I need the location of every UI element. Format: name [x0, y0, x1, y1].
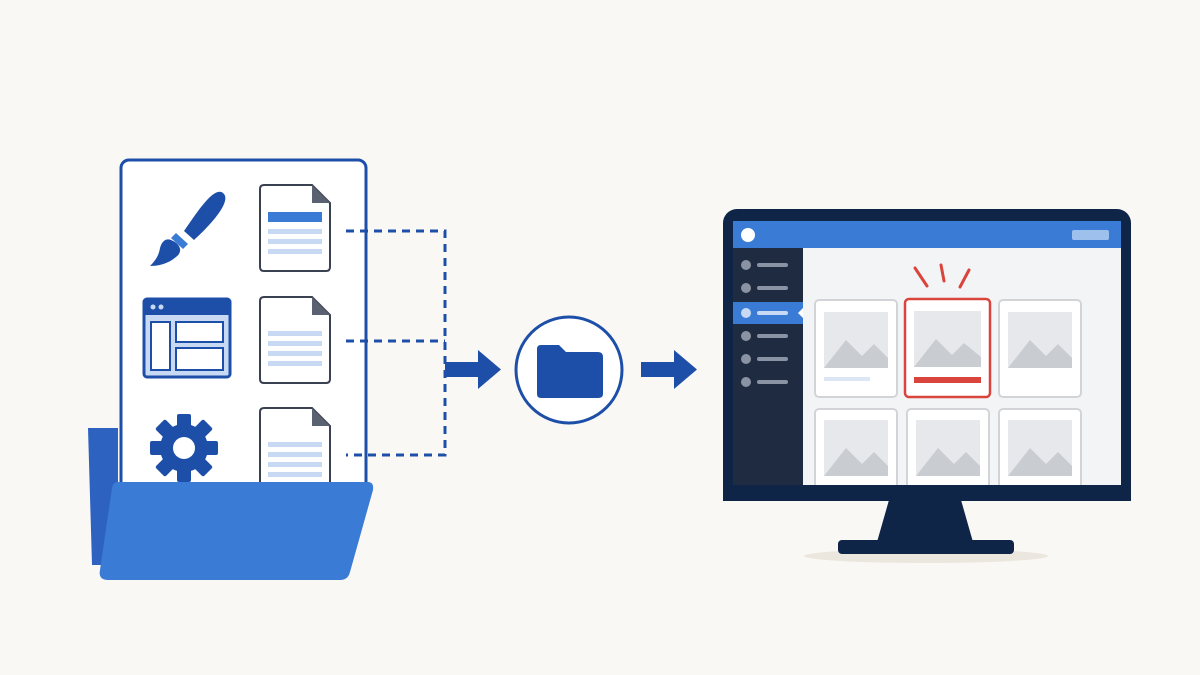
- browser-window-icon: [142, 297, 232, 379]
- gallery-card-3: [998, 299, 1082, 398]
- top-bar-button: [1072, 230, 1109, 240]
- source-folder: [88, 158, 374, 580]
- arrow-right-icon: [641, 350, 697, 389]
- gallery-card-1: [814, 299, 898, 398]
- folder-icon: [537, 345, 603, 398]
- attention-marks: [913, 263, 971, 289]
- gallery-card-4: [814, 408, 898, 490]
- sidebar-item-1: [741, 260, 788, 270]
- folder-front: [99, 482, 374, 580]
- avatar: [741, 228, 755, 242]
- arrow-right-icon: [445, 350, 501, 389]
- paintbrush-icon: [150, 191, 226, 266]
- document-icon-3: [259, 407, 331, 495]
- sidebar-item-4: [741, 331, 788, 341]
- folder-badge: [514, 315, 624, 425]
- gallery-card-5: [906, 408, 990, 490]
- monitor-bottom-bezel-corners: [723, 485, 1131, 501]
- monitor-stand: [877, 500, 973, 542]
- sidebar-item-6: [741, 377, 788, 387]
- monitor: [723, 209, 1131, 563]
- app-top-bar: [733, 221, 1121, 248]
- monitor-base: [838, 540, 1014, 554]
- document-icon-2: [259, 296, 331, 384]
- document-icon-1: [259, 184, 331, 272]
- sidebar-item-2: [741, 283, 788, 293]
- app-sidebar: [733, 248, 803, 485]
- sidebar-item-5: [741, 354, 788, 364]
- gear-icon: [150, 414, 218, 482]
- dashed-connector: [346, 229, 447, 457]
- gallery-card-highlighted: [903, 297, 992, 399]
- gallery-card-6: [998, 408, 1082, 490]
- sidebar-item-active: [733, 302, 803, 324]
